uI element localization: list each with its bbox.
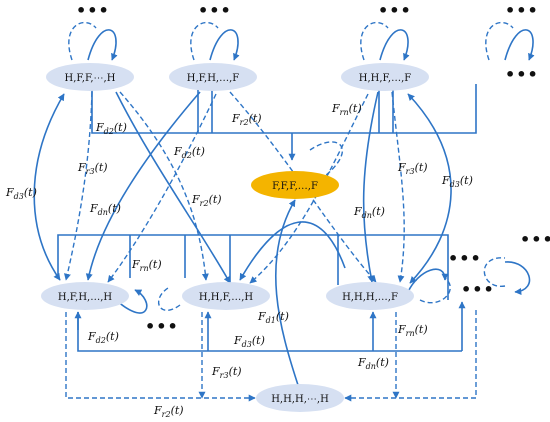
label-fdn-bottom: Fdn(t)	[357, 356, 389, 371]
dash-fr3-right	[391, 91, 405, 283]
state-node-hff-h	[46, 63, 134, 91]
state-node-hfh-h-label: H,F,H,…,H	[58, 292, 113, 303]
label-frn-bottom: Frn(t)	[397, 323, 428, 338]
loop-top1	[87, 29, 118, 61]
ellipsis-right-top: •••	[505, 65, 539, 84]
state-node-fff-f	[251, 171, 339, 199]
dash-loop-top1	[68, 22, 97, 61]
label-frn-top: Frn(t)	[331, 102, 362, 117]
dash-bottom-left	[65, 312, 256, 402]
label-fd2-mid: Fd2(t)	[173, 145, 205, 160]
ellipsis-top4: •••	[505, 1, 539, 20]
state-node-hhh-f-label: H,H,H,…,F	[342, 292, 398, 303]
ellipsis-top1: •••	[76, 1, 110, 20]
state-node-hhf-h	[182, 282, 270, 310]
edge-curve-fd3-left	[33, 93, 65, 281]
edge-curve-b3-to-b2	[239, 221, 346, 281]
ellipsis-markers: ••• ••• ••• ••• ••• ••• ••• ••• •••	[76, 1, 550, 336]
dash-bottom-right	[344, 310, 477, 402]
label-fr3-right: Fr3(t)	[397, 161, 428, 176]
loop-right	[504, 261, 531, 295]
state-node-hhf-f	[341, 63, 429, 91]
dash-loop-top4	[485, 22, 514, 61]
state-node-hff-h-label: H,F,F,⋯,H	[65, 73, 116, 84]
loop-b1	[115, 289, 148, 314]
state-node-hhh-h	[256, 384, 344, 412]
ellipsis-b3-right: •••	[461, 280, 495, 299]
transition-labels: Fd2(t) Fr2(t) Frn(t) Fd2(t) Fr3(t) Fr3(t…	[5, 102, 473, 419]
dash-loop-b3b	[419, 277, 451, 304]
loop-top2	[209, 29, 240, 61]
ellipsis-top3: •••	[378, 1, 412, 20]
dash-loop-b2	[157, 287, 181, 311]
edge-curve-fd3-right	[407, 93, 452, 284]
label-fr2-top: Fr2(t)	[231, 112, 262, 127]
dash-loop-target	[309, 141, 343, 181]
state-nodes: H,F,F,⋯,H H,F,H,…,F H,H,F,…,F F,F,F,…,F …	[41, 63, 429, 412]
dash-loop-top2	[190, 22, 219, 61]
dash-loop-top3	[360, 22, 389, 61]
dash-fr2-top2-b3	[229, 91, 377, 283]
dash-frn-b1	[107, 93, 217, 283]
label-fd2-top: Fd2(t)	[95, 121, 127, 136]
label-fr2-mid: Fr2(t)	[191, 193, 222, 208]
state-node-fff-f-label: F,F,F,…,F	[272, 181, 318, 192]
ellipsis-b1: •••	[145, 317, 179, 336]
label-fr3-left: Fr3(t)	[77, 161, 108, 176]
ellipsis-b3: •••	[448, 249, 482, 268]
ellipsis-right: •••	[520, 230, 550, 249]
state-node-hhh-h-label: H,H,H,⋯,H	[271, 394, 329, 405]
loop-top4	[504, 29, 535, 61]
label-frn-mid: Frn(t)	[131, 258, 162, 273]
label-fdn-right: Fdn(t)	[353, 205, 385, 220]
state-node-hhf-h-label: H,H,F,…,H	[199, 292, 254, 303]
dash-fr2-b	[119, 91, 209, 281]
label-fd2-bottom: Fd2(t)	[87, 330, 119, 345]
edge-curve-hhh-to-target	[274, 199, 299, 386]
label-fd3-right: Fd3(t)	[441, 174, 473, 189]
label-fd3-left: Fd3(t)	[5, 186, 37, 201]
label-fr2-bottom: Fr2(t)	[153, 404, 184, 419]
state-node-hhh-f	[326, 282, 414, 310]
label-fd3-bottom: Fd3(t)	[233, 334, 265, 349]
dashed-edges	[64, 22, 514, 402]
solid-edges	[33, 29, 535, 386]
dash-loop-right	[483, 257, 506, 287]
dash-fr3-left	[64, 91, 93, 281]
edge-curve-top2-to-b1	[85, 91, 201, 281]
loop-top3	[379, 29, 410, 61]
state-node-hfh-f	[169, 63, 257, 91]
loop-b3	[407, 268, 449, 293]
state-node-hfh-f-label: H,F,H,…,F	[187, 73, 240, 84]
label-fr3-bottom: Fr3(t)	[211, 365, 242, 380]
ellipsis-top2: •••	[198, 1, 232, 20]
state-node-hfh-h	[41, 282, 129, 310]
edge-curve-top3-to-b3	[362, 91, 379, 283]
label-fd1: Fd1(t)	[257, 310, 289, 325]
state-node-hhf-f-label: H,H,F,…,F	[359, 73, 412, 84]
edge-curve-top1-to-b2	[115, 91, 231, 284]
edge-top-bus	[91, 84, 477, 134]
label-fdn-left: Fdn(t)	[89, 202, 121, 217]
